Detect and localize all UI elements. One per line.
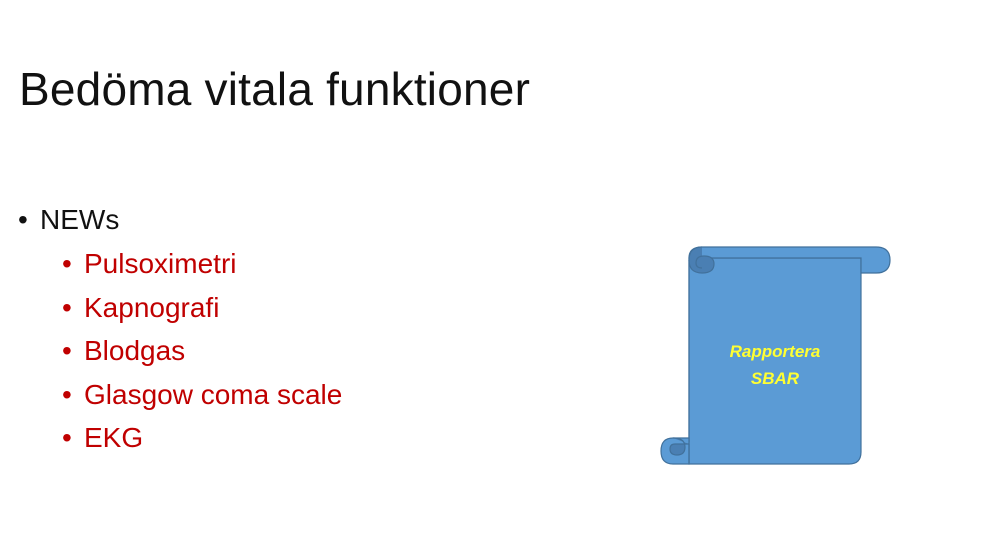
sub-bullet-text: EKG bbox=[84, 422, 144, 453]
sub-bullet-item: • Pulsoximetri bbox=[62, 242, 342, 286]
scroll-shape-icon bbox=[660, 246, 891, 465]
sub-bullet-container: • Pulsoximetri • Kapnografi • Blodgas • … bbox=[18, 242, 342, 460]
bullet-list: • NEWs • Pulsoximetri • Kapnografi • Blo… bbox=[18, 198, 342, 460]
bullet-item-news: • NEWs bbox=[18, 198, 342, 242]
sub-bullet-text: Blodgas bbox=[84, 335, 186, 366]
sub-bullet-text: Kapnografi bbox=[84, 291, 220, 323]
bullet-dot-icon: • bbox=[62, 335, 72, 366]
sub-bullet-list: • Pulsoximetri • Kapnografi • Blodgas • … bbox=[18, 242, 342, 460]
sub-bullet-item: • EKG bbox=[62, 416, 342, 460]
scroll-text-line1: Rapportera bbox=[729, 342, 821, 361]
sub-bullet-item: • Glasgow coma scale bbox=[62, 373, 342, 417]
scroll-text-line2: SBAR bbox=[750, 369, 800, 388]
sub-bullet-item: • Blodgas bbox=[62, 329, 342, 373]
sub-bullet-text: Glasgow coma scale bbox=[84, 378, 343, 410]
sub-bullet-text: Pulsoximetri bbox=[84, 248, 237, 279]
bullet-dot-icon: • bbox=[62, 422, 72, 453]
bullet-text: NEWs bbox=[40, 204, 120, 235]
scroll-callout: Rapportera SBAR bbox=[658, 244, 892, 468]
bullet-dot-icon: • bbox=[18, 204, 28, 235]
bullet-dot-icon: • bbox=[62, 291, 72, 323]
sub-bullet-item: • Kapnografi bbox=[62, 286, 342, 330]
bullet-dot-icon: • bbox=[62, 248, 72, 279]
bullet-dot-icon: • bbox=[62, 378, 72, 410]
slide-title: Bedöma vitala funktioner bbox=[19, 63, 531, 115]
scroll-text: Rapportera SBAR bbox=[690, 338, 860, 392]
